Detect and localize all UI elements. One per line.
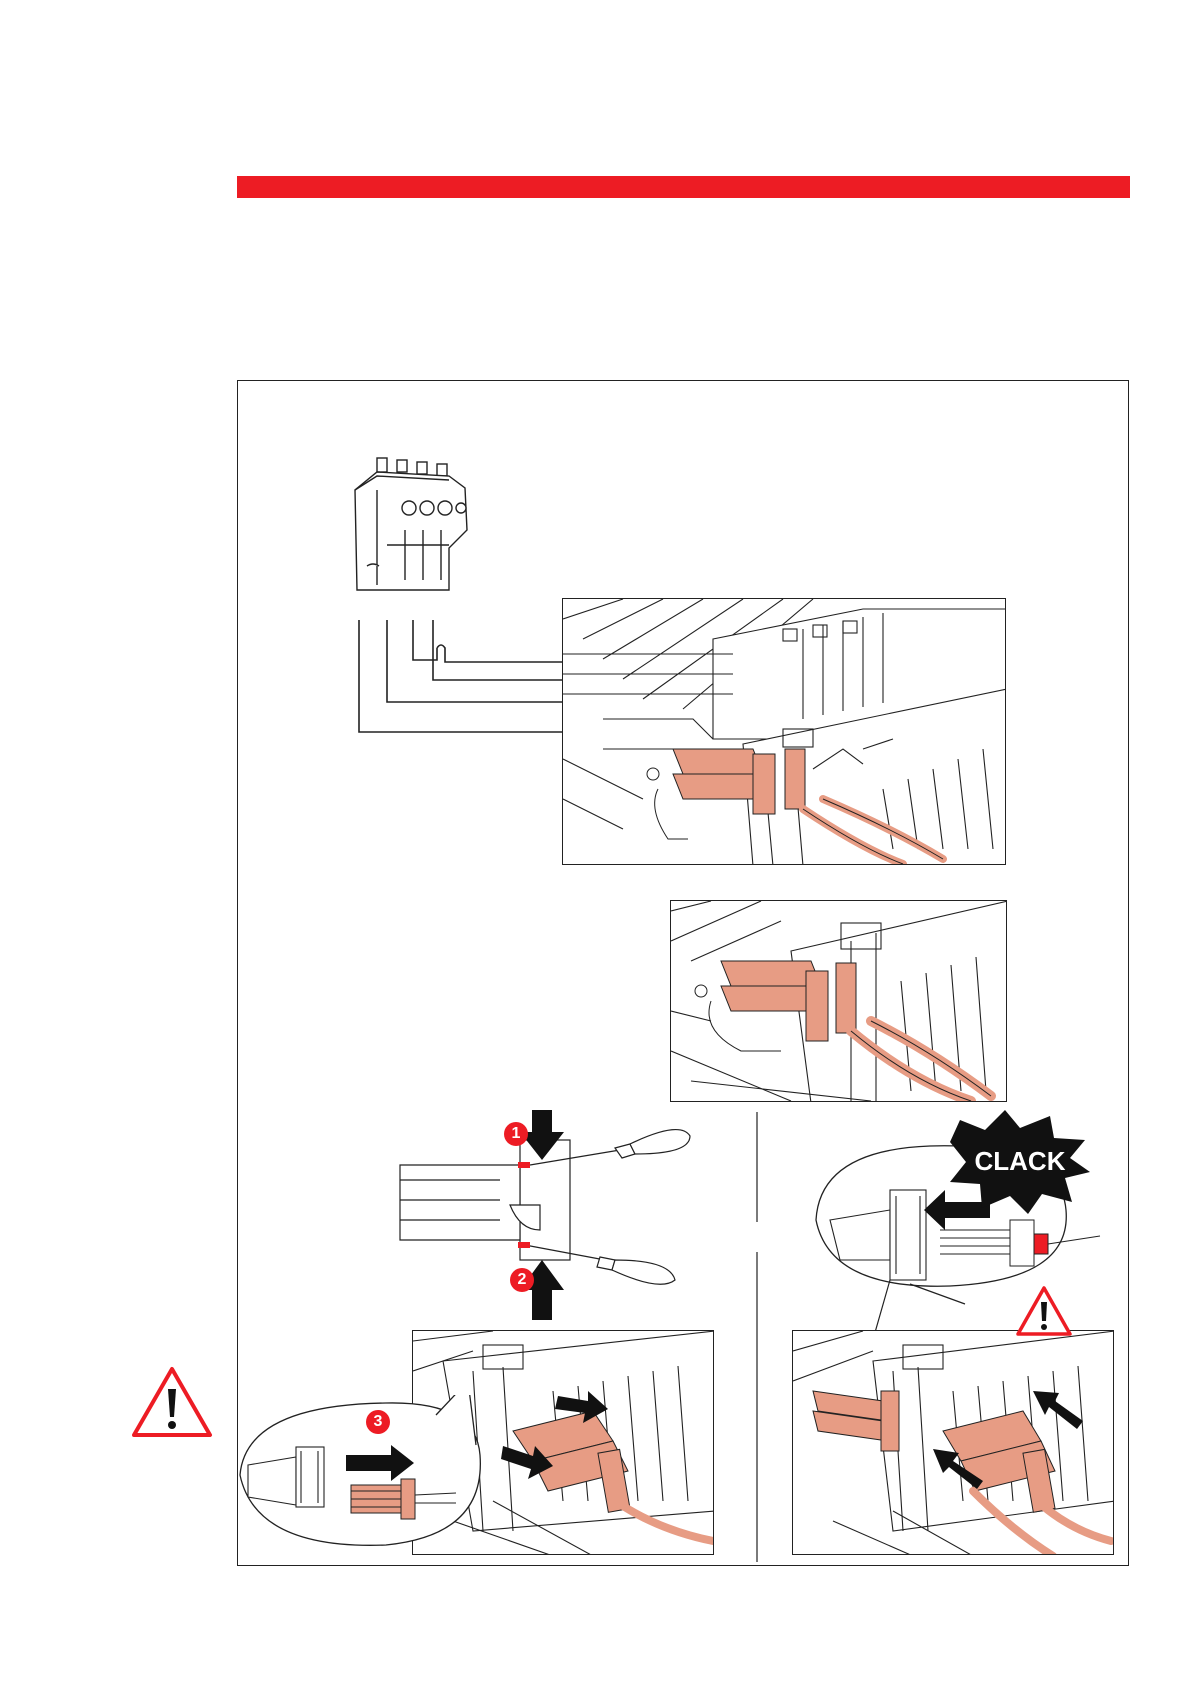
step-2-badge: 2 (510, 1268, 534, 1292)
warning-icon-left (130, 1365, 214, 1439)
step-1-badge: 1 (504, 1122, 528, 1146)
clack-callout: CLACK (810, 1110, 1130, 1340)
warning-icon-right (1015, 1285, 1073, 1337)
panel-installed-view-middle (670, 900, 1007, 1102)
panel-top-illustration (563, 599, 1006, 865)
step-3-badge: 3 (366, 1410, 390, 1434)
panel-middle-illustration (671, 901, 1007, 1102)
section-divider (755, 1112, 759, 1562)
panel-installed-view-top (562, 598, 1006, 865)
header-rule (237, 176, 1130, 198)
panel-bottom-right-illustration (793, 1331, 1114, 1555)
circuit-breaker-drawing (355, 458, 467, 590)
clack-text: CLACK (975, 1146, 1066, 1176)
release-procedure-drawing (390, 1110, 720, 1320)
panel-bottom-right (792, 1330, 1114, 1555)
